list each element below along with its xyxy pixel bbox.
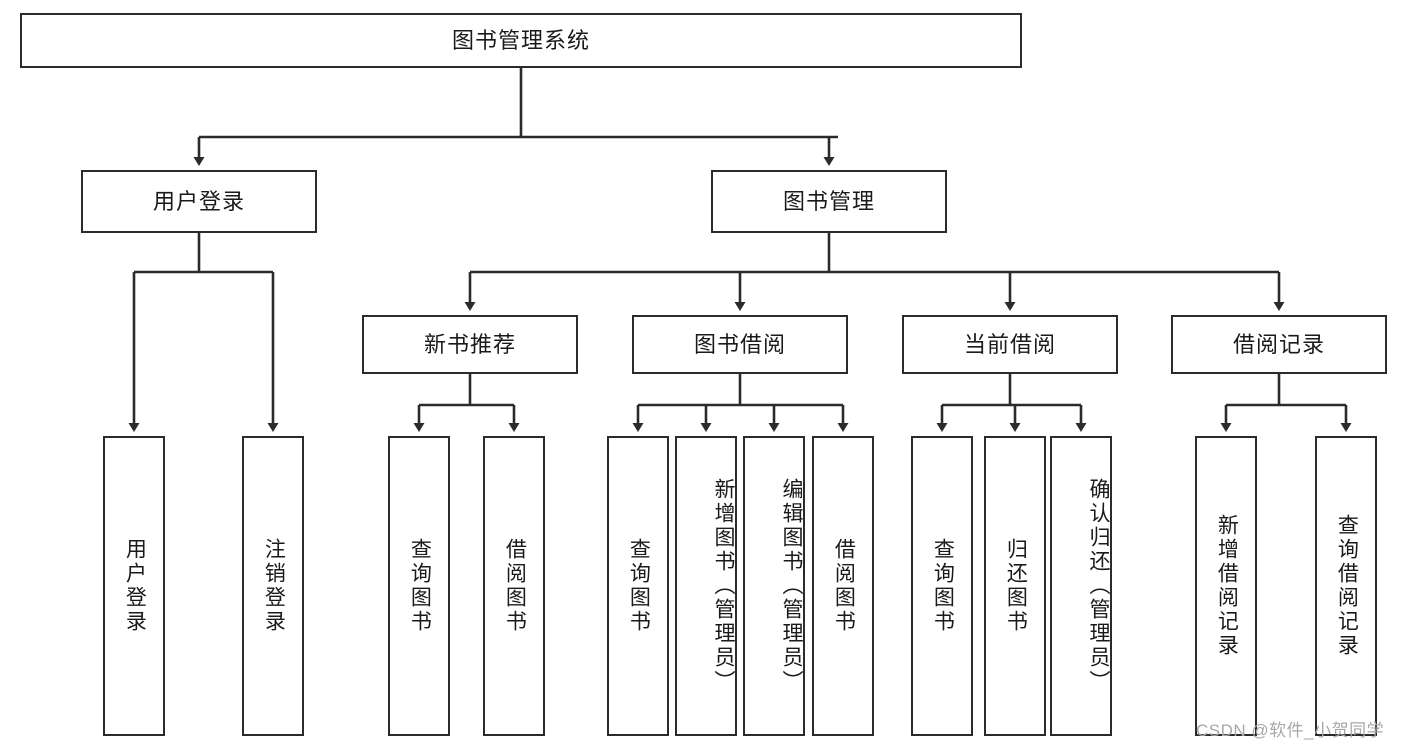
leaf-return-book[interactable]: 归还图书 — [984, 436, 1046, 736]
node-new-book-recommend[interactable]: 新书推荐 — [362, 315, 578, 374]
leaf-confirm-return-admin[interactable]: 确认归还（管理员） — [1050, 436, 1112, 736]
leaf-user-login-label: 用户登录 — [123, 538, 147, 634]
leaf-borrow-book-2-label: 借阅图书 — [832, 538, 856, 634]
node-borrow-record-label: 借阅记录 — [1232, 331, 1325, 357]
node-book-management-label: 图书管理 — [782, 188, 875, 214]
leaf-borrow-book-1[interactable]: 借阅图书 — [483, 436, 545, 736]
leaf-logout[interactable]: 注销登录 — [242, 436, 304, 736]
node-book-borrow-label: 图书借阅 — [693, 331, 786, 357]
node-current-borrow[interactable]: 当前借阅 — [902, 315, 1118, 374]
node-root[interactable]: 图书管理系统 — [20, 13, 1022, 68]
leaf-query-borrow-record-label: 查询借阅记录 — [1335, 514, 1359, 658]
node-user-login[interactable]: 用户登录 — [81, 170, 317, 233]
node-book-borrow[interactable]: 图书借阅 — [632, 315, 848, 374]
leaf-borrow-book-2[interactable]: 借阅图书 — [812, 436, 874, 736]
node-borrow-record[interactable]: 借阅记录 — [1171, 315, 1387, 374]
watermark: CSDN @软件_小贺同学 — [1196, 716, 1384, 741]
leaf-add-book-admin[interactable]: 新增图书（管理员） — [675, 436, 737, 736]
leaf-query-borrow-record[interactable]: 查询借阅记录 — [1315, 436, 1377, 736]
leaf-logout-label: 注销登录 — [262, 538, 286, 634]
leaf-user-login[interactable]: 用户登录 — [103, 436, 165, 736]
leaf-query-book-3-label: 查询图书 — [931, 538, 955, 634]
leaf-borrow-book-1-label: 借阅图书 — [503, 538, 527, 634]
leaf-return-book-label: 归还图书 — [1004, 538, 1028, 634]
node-book-management[interactable]: 图书管理 — [711, 170, 947, 233]
leaf-edit-book-admin-label: 编辑图书（管理员） — [780, 478, 803, 694]
node-new-book-recommend-label: 新书推荐 — [423, 331, 516, 357]
leaf-confirm-return-admin-label: 确认归还（管理员） — [1087, 478, 1110, 694]
leaf-query-book-3[interactable]: 查询图书 — [911, 436, 973, 736]
leaf-query-book-1-label: 查询图书 — [408, 538, 432, 634]
leaf-query-book-2[interactable]: 查询图书 — [607, 436, 669, 736]
leaf-add-book-admin-label: 新增图书（管理员） — [712, 478, 735, 694]
leaf-query-book-2-label: 查询图书 — [627, 538, 651, 634]
node-user-login-label: 用户登录 — [152, 188, 245, 214]
leaf-query-book-1[interactable]: 查询图书 — [388, 436, 450, 736]
watermark-text: CSDN @软件_小贺同学 — [1196, 721, 1385, 740]
leaf-add-borrow-record[interactable]: 新增借阅记录 — [1195, 436, 1257, 736]
leaf-add-borrow-record-label: 新增借阅记录 — [1215, 514, 1239, 658]
leaf-edit-book-admin[interactable]: 编辑图书（管理员） — [743, 436, 805, 736]
node-current-borrow-label: 当前借阅 — [963, 331, 1056, 357]
node-root-label: 图书管理系统 — [451, 27, 590, 53]
